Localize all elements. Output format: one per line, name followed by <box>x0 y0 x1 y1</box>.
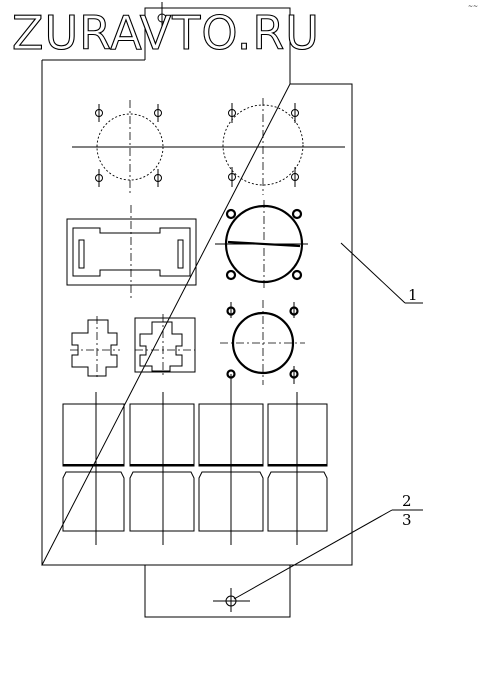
watermark-text: ZURAVTO.RU <box>12 6 320 60</box>
mounting-hole-icon <box>228 103 299 187</box>
connector-cutout-small-round <box>72 100 345 196</box>
callout-2-label: 2 <box>402 492 412 510</box>
callout-2-3: 2 3 <box>233 492 423 600</box>
callout-1: 1 <box>340 242 423 304</box>
round-connector-small-installed <box>220 300 305 415</box>
corner-mark: ~~ <box>468 3 478 10</box>
panel-plate-outline <box>41 59 353 566</box>
connector-cutout-large-round <box>222 98 304 195</box>
module-row-lower <box>62 471 328 532</box>
callout-1-label: 1 <box>408 286 418 304</box>
bottom-mounting-tab <box>144 565 291 618</box>
mounting-screw-icon <box>225 208 303 281</box>
mounting-hole-icon <box>95 104 162 187</box>
round-connector-installed <box>215 200 308 290</box>
callout-3-label: 3 <box>402 511 412 529</box>
module-row-upper <box>62 392 328 545</box>
relay-socket-right <box>134 314 196 376</box>
rectangular-connector <box>66 205 197 298</box>
relay-socket-left <box>70 316 120 380</box>
top-mounting-tab <box>144 7 291 84</box>
